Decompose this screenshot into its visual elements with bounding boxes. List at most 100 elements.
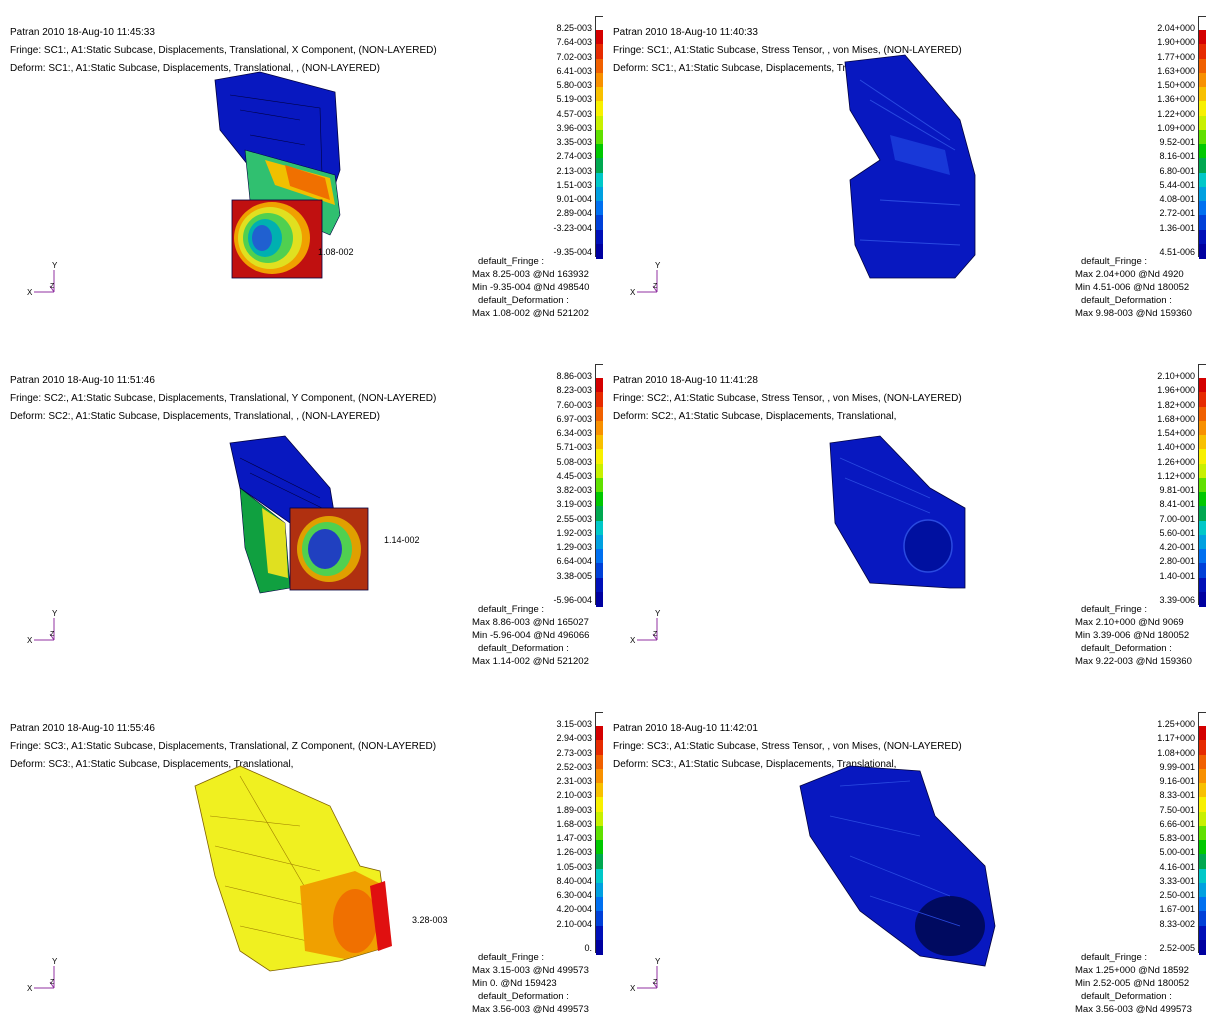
scale-value-label: 1.51-003 bbox=[556, 179, 592, 190]
color-swatch bbox=[1199, 534, 1206, 550]
scale-value-label: 1.68-003 bbox=[556, 818, 592, 829]
scale-value-label: 8.25-003 bbox=[556, 23, 592, 33]
color-swatch bbox=[1199, 854, 1206, 869]
color-swatch bbox=[1199, 925, 1206, 941]
color-swatch bbox=[1199, 797, 1206, 812]
results-summary-line: Max 9.98-003 @Nd 159360 bbox=[1075, 308, 1192, 319]
scale-value-label: 4.20-004 bbox=[556, 904, 592, 915]
scale-value-label: 0. bbox=[584, 943, 592, 953]
color-swatch bbox=[596, 44, 603, 59]
scale-value-label: 1.40-001 bbox=[1159, 570, 1195, 581]
scale-top-white bbox=[596, 713, 603, 726]
color-swatch bbox=[1199, 449, 1206, 464]
color-swatch bbox=[596, 534, 603, 550]
plot-timestamp: Patran 2010 18-Aug-10 11:41:28 bbox=[613, 375, 758, 386]
color-swatch bbox=[596, 406, 603, 422]
max-deformation-label: 3.28-003 bbox=[412, 915, 448, 925]
scale-top-white bbox=[596, 365, 603, 378]
color-swatch bbox=[596, 911, 603, 926]
color-swatch bbox=[596, 520, 603, 536]
scale-value-label: 1.77+000 bbox=[1157, 51, 1195, 62]
fringe-description: Fringe: SC1:, A1:Static Subcase, Stress … bbox=[613, 45, 962, 56]
color-swatch bbox=[1199, 520, 1206, 536]
color-swatch bbox=[596, 392, 603, 407]
max-deformation-label: 1.08-002 bbox=[318, 247, 354, 257]
scale-value-label: 1.22+000 bbox=[1157, 108, 1195, 119]
scale-value-label: 2.73-003 bbox=[556, 747, 592, 758]
color-scale bbox=[1198, 364, 1206, 607]
color-swatch bbox=[1199, 129, 1206, 145]
scale-value-label: 1.50+000 bbox=[1157, 80, 1195, 90]
color-swatch bbox=[596, 925, 603, 941]
results-summary-line: default_Fringe : bbox=[1081, 604, 1148, 615]
scale-value-label: 6.41-003 bbox=[556, 65, 592, 76]
scale-value-label: 2.80-001 bbox=[1159, 556, 1195, 567]
scale-value-label: 1.17+000 bbox=[1157, 733, 1195, 744]
scale-value-label: 1.90+000 bbox=[1157, 37, 1195, 48]
color-swatch bbox=[1199, 44, 1206, 59]
scale-value-label: 4.45-003 bbox=[556, 470, 592, 481]
color-swatch bbox=[596, 811, 603, 827]
color-swatch bbox=[1199, 768, 1206, 784]
results-summary-line: default_Fringe : bbox=[478, 256, 545, 267]
axis-z-label: Z bbox=[50, 283, 55, 290]
color-swatch bbox=[1199, 897, 1206, 912]
scale-value-label: 1.36+000 bbox=[1157, 94, 1195, 105]
color-swatch bbox=[596, 463, 603, 479]
axis-y-label: Y bbox=[52, 609, 58, 618]
color-swatch bbox=[1199, 406, 1206, 422]
color-swatch bbox=[596, 229, 603, 245]
deform-description: Deform: SC2:, A1:Static Subcase, Displac… bbox=[613, 411, 897, 422]
results-summary-line: Min 3.39-006 @Nd 180052 bbox=[1075, 630, 1190, 641]
color-swatch bbox=[1199, 392, 1206, 407]
axis-z-label: Z bbox=[653, 979, 658, 986]
scale-value-label: 1.54+000 bbox=[1157, 428, 1195, 438]
scale-value-label: 9.01-004 bbox=[556, 194, 592, 204]
scale-value-label: 5.83-001 bbox=[1159, 833, 1195, 843]
scale-value-label: 4.51-006 bbox=[1159, 247, 1195, 257]
scale-value-label: 5.60-001 bbox=[1159, 527, 1195, 538]
model-viewport bbox=[214, 71, 341, 279]
color-swatch bbox=[596, 58, 603, 74]
plot-timestamp: Patran 2010 18-Aug-10 11:42:01 bbox=[613, 723, 758, 734]
color-swatch bbox=[596, 768, 603, 784]
color-swatch bbox=[1199, 101, 1206, 116]
scale-value-label: 2.13-003 bbox=[556, 165, 592, 176]
color-swatch bbox=[596, 72, 603, 88]
color-swatch bbox=[596, 378, 603, 393]
scale-top-white bbox=[1199, 365, 1206, 378]
color-swatch bbox=[1199, 882, 1206, 898]
plot-timestamp: Patran 2010 18-Aug-10 11:55:46 bbox=[10, 723, 155, 734]
scale-value-label: 6.97-003 bbox=[556, 413, 592, 424]
color-swatch bbox=[1199, 463, 1206, 479]
color-scale bbox=[595, 712, 603, 955]
color-swatch bbox=[1199, 186, 1206, 202]
scale-value-label: 5.19-003 bbox=[556, 94, 592, 105]
fem-model bbox=[844, 54, 976, 279]
color-swatch bbox=[596, 186, 603, 202]
axis-x-label: X bbox=[27, 636, 33, 645]
color-swatch bbox=[596, 897, 603, 912]
results-summary-line: default_Fringe : bbox=[478, 604, 545, 615]
axis-triad: XYZ bbox=[630, 957, 661, 993]
color-swatch bbox=[1199, 825, 1206, 841]
results-summary-line: default_Deformation : bbox=[1081, 643, 1172, 654]
scale-value-label: 3.82-003 bbox=[556, 485, 592, 495]
color-swatch bbox=[1199, 939, 1206, 955]
scale-value-label: 4.20-001 bbox=[1159, 542, 1195, 552]
scale-value-label: 5.71-003 bbox=[556, 442, 592, 453]
scale-value-label: 8.33-002 bbox=[1159, 918, 1195, 929]
color-swatch bbox=[596, 549, 603, 564]
scale-value-label: 6.64-004 bbox=[556, 556, 592, 567]
axis-triad: XYZ bbox=[27, 609, 58, 645]
results-summary-line: Min 0. @Nd 159423 bbox=[472, 978, 557, 989]
scale-value-label: 9.99-001 bbox=[1159, 761, 1195, 772]
scale-value-label: 2.74-003 bbox=[556, 151, 592, 162]
color-swatch bbox=[596, 449, 603, 464]
scale-value-label: 7.50-001 bbox=[1159, 804, 1195, 815]
color-swatch bbox=[596, 158, 603, 173]
plot-timestamp: Patran 2010 18-Aug-10 11:51:46 bbox=[10, 375, 155, 386]
